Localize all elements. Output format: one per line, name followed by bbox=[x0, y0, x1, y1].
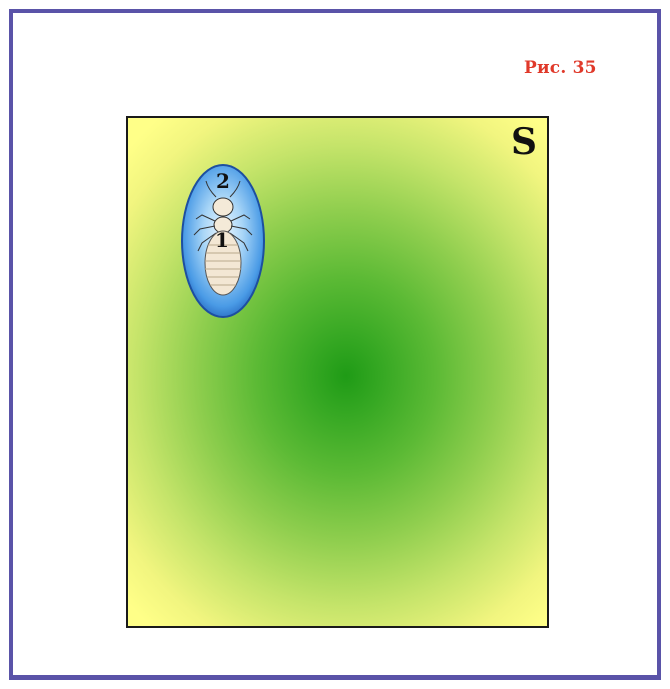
marker-2: 2 bbox=[216, 169, 230, 193]
figure-label: Рис. 35 bbox=[524, 58, 597, 78]
termite-icon: 2 1 bbox=[180, 163, 266, 319]
field-letter: S bbox=[511, 124, 537, 160]
marker-1: 1 bbox=[215, 228, 229, 252]
termite-head bbox=[213, 198, 233, 216]
